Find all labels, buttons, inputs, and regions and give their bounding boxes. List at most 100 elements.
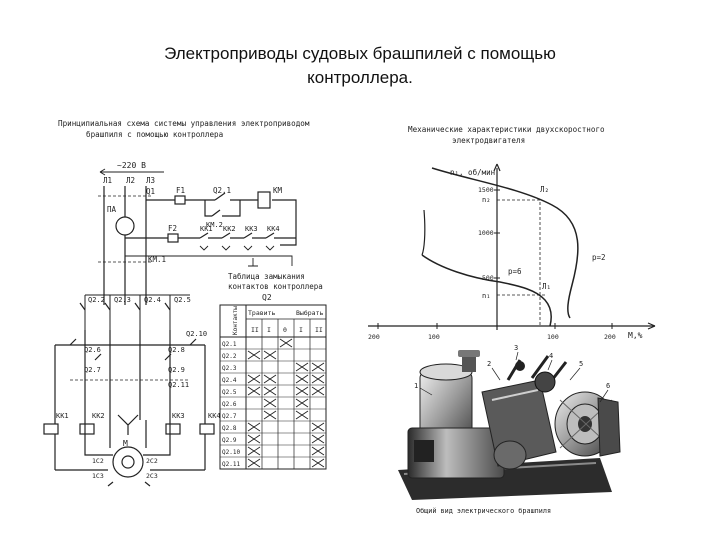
contactor-label: КМ (273, 186, 283, 195)
table-closure-mark (247, 374, 261, 384)
table-closure-mark (311, 446, 325, 456)
contact-label-q25: Q2.5 (174, 296, 191, 304)
motor-label: M (123, 439, 128, 448)
table-position-label: I (267, 326, 271, 334)
contact-label-q210: Q2.10 (186, 330, 207, 338)
contact-label-q24: Q2.4 (144, 296, 161, 304)
table-header-raise: Выбрать (296, 309, 323, 317)
x-tick-200: 200 (604, 333, 616, 341)
x-tick-neg100: 100 (428, 333, 440, 341)
schematic-caption-line1: Принципиальная схема системы управления … (58, 119, 310, 128)
y-mark-n2: n₂ (482, 196, 490, 204)
table-row-label: Q2.2 (222, 353, 237, 360)
table-closure-mark (311, 434, 325, 444)
curve-p6 (421, 254, 552, 327)
ammeter-label: ПА (107, 205, 117, 214)
table-closure-mark (263, 350, 277, 360)
contactor-aux-label: КМ.2 (206, 221, 223, 229)
fuse1-label: F1 (176, 186, 185, 195)
x-tick-neg200: 200 (368, 333, 380, 341)
table-closure-mark (311, 386, 325, 396)
x-axis-label: M,% (628, 331, 643, 340)
curve-label-p2: p=2 (592, 253, 606, 262)
heater-label-4: КК4 (208, 412, 221, 420)
contact-label-q27: Q2.7 (84, 366, 101, 374)
phase-label-2: Л2 (126, 176, 135, 185)
table-position-label: II (251, 326, 259, 334)
motor-terminal-1: 1C2 (92, 457, 104, 465)
phase-label-3: Л3 (146, 176, 155, 185)
contactor-contact-label: КМ.1 (148, 255, 166, 264)
switching-table-title-line2: контактов контроллера (228, 282, 323, 291)
table-row-label: Q2.4 (222, 377, 237, 384)
table-row-label: Q2.1 (222, 341, 237, 348)
table-closure-mark (311, 362, 325, 372)
table-row-label: Q2.3 (222, 365, 237, 372)
table-closure-mark (247, 350, 261, 360)
table-closure-mark (247, 446, 261, 456)
table-closure-mark (247, 422, 261, 432)
phase-label-1: Л1 (103, 176, 112, 185)
curve-label-l2: Л₂ (540, 185, 549, 194)
switching-table-id: Q2 (262, 293, 272, 302)
mechanical-characteristic-chart: Механические характеристики двухскоростн… (368, 125, 656, 341)
thermal-relay-label-3: КК3 (245, 225, 258, 233)
table-row-label: Q2.5 (222, 389, 237, 396)
photo-caption: Общий вид электрического брашпиля (416, 507, 551, 515)
table-closure-mark (263, 374, 277, 384)
table-row-label: Q2.10 (222, 449, 240, 456)
callout-3: 3 (514, 344, 518, 352)
heater-label-1: КК1 (56, 412, 69, 420)
y-tick-1500: 1500 (478, 186, 494, 194)
table-header-lower: Травить (248, 309, 275, 317)
callout-5: 5 (579, 360, 583, 368)
y-axis-label: n₁, об/мин (450, 168, 495, 177)
contact-label-q26: Q2.6 (84, 346, 101, 354)
table-closure-mark (263, 386, 277, 396)
x-tick-100: 100 (547, 333, 559, 341)
controller-contact-label: Q2.1 (213, 186, 231, 195)
table-header-contacts: Контакты (232, 306, 239, 335)
y-tick-500: 500 (482, 274, 494, 282)
fuse2-label: F2 (168, 224, 177, 233)
table-closure-mark (295, 386, 309, 396)
table-position-label: I (299, 326, 303, 334)
table-row-label: Q2.11 (222, 461, 240, 468)
control-schematic: Принципиальная схема системы управления … (43, 119, 310, 487)
contact-label-q29: Q2.9 (168, 366, 185, 374)
motor-terminal-2: 2C2 (146, 457, 158, 465)
heater-label-3: КК3 (172, 412, 185, 420)
table-closure-mark (311, 458, 325, 468)
characteristic-caption-line1: Механические характеристики двухскоростн… (408, 125, 605, 134)
callout-4: 4 (549, 352, 553, 360)
table-closure-mark (279, 338, 293, 348)
heater-label-2: КК2 (92, 412, 105, 420)
schematic-caption-line2: брашпиля с помощью контроллера (86, 130, 223, 139)
switching-table: Таблица замыкания контактов контроллера … (219, 272, 327, 470)
y-mark-n1: n₁ (482, 292, 490, 300)
table-closure-mark (263, 398, 277, 408)
thermal-relay-label-2: КК2 (223, 225, 236, 233)
slide-title-line2: контроллера. (307, 68, 413, 87)
thermal-relay-label-4: КК4 (267, 225, 280, 233)
table-border (219, 304, 327, 470)
table-closure-mark (247, 434, 261, 444)
table-row-label: Q2.6 (222, 401, 237, 408)
callout-1: 1 (414, 382, 418, 390)
windlass-photo: 1 2 3 4 5 6 Общий вид электрического бра… (398, 344, 621, 515)
slide-title: Электроприводы судовых брашпилей с помощ… (80, 42, 640, 90)
table-closure-mark (295, 362, 309, 372)
contact-label-q211: Q2.11 (168, 381, 189, 389)
table-closure-mark (295, 410, 309, 420)
callout-6: 6 (606, 382, 610, 390)
characteristic-caption-line2: электродвигателя (452, 136, 525, 145)
contact-label-q23: Q2.3 (114, 296, 131, 304)
motor-terminal-3: 1C3 (92, 472, 104, 480)
table-row-label: Q2.7 (222, 413, 237, 420)
table-row-label: Q2.9 (222, 437, 237, 444)
table-row-label: Q2.8 (222, 425, 237, 432)
curve-label-p6: p=6 (508, 267, 522, 276)
curve-label-l1: Л₁ (542, 282, 551, 291)
thermal-relay-label-1: КК1 (200, 225, 213, 233)
